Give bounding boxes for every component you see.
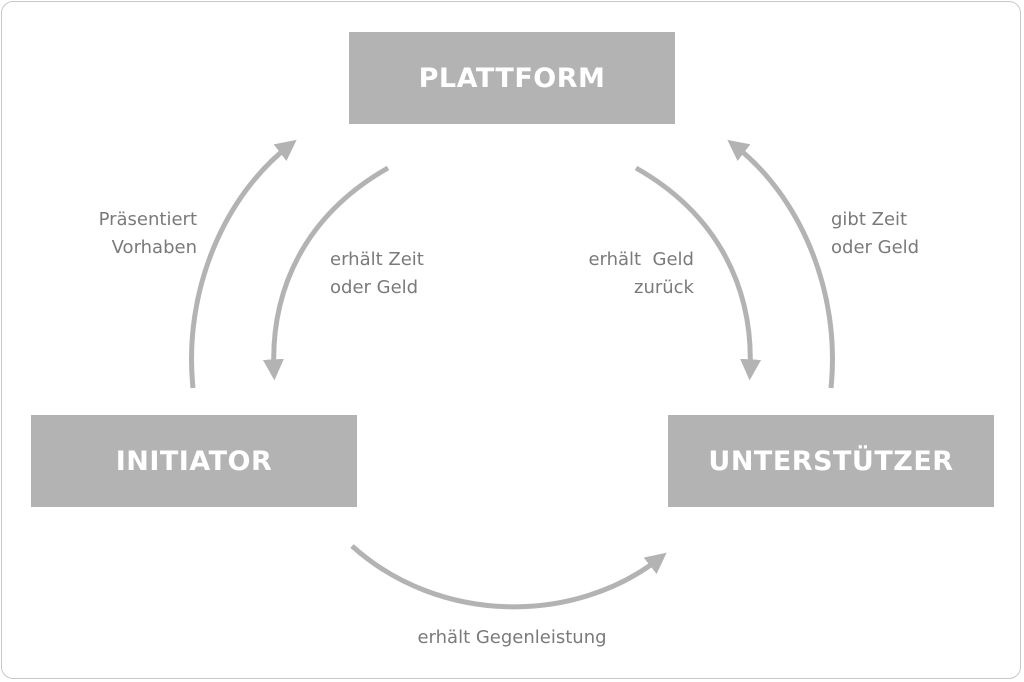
arrow-platform-to-supporter bbox=[634, 165, 762, 381]
node-platform: PLATTFORM bbox=[349, 32, 675, 124]
edge-label-platform-to-supporter: erhält Geld zurück bbox=[588, 246, 694, 302]
edge-label-initiator-to-platform: Präsentiert Vorhaben bbox=[99, 206, 197, 262]
arrow-platform-to-initiator bbox=[262, 165, 390, 381]
edge-label-line: gibt Zeit bbox=[831, 209, 908, 230]
edge-label-platform-to-initiator: erhält Zeit oder Geld bbox=[330, 246, 424, 302]
node-supporter-label: UNTERSTÜTZER bbox=[708, 445, 954, 477]
edge-label-line: erhält Gegenleistung bbox=[417, 627, 607, 648]
edge-label-line: zurück bbox=[634, 277, 694, 298]
node-supporter: UNTERSTÜTZER bbox=[668, 415, 994, 507]
node-initiator: INITIATOR bbox=[31, 415, 357, 507]
edge-label-line: erhält Geld bbox=[588, 249, 694, 270]
node-platform-label: PLATTFORM bbox=[418, 62, 606, 94]
edge-label-line: oder Geld bbox=[831, 237, 920, 258]
edge-label-line: erhält Zeit bbox=[330, 249, 424, 270]
arrow-initiator-to-supporter bbox=[350, 544, 667, 610]
edge-label-line: Präsentiert bbox=[98, 209, 197, 230]
arrow-supporter-to-platform bbox=[727, 139, 835, 389]
edge-label-supporter-to-platform: gibt Zeit oder Geld bbox=[831, 206, 919, 262]
arrow-initiator-to-platform bbox=[189, 139, 297, 389]
edge-label-line: Vorhaben bbox=[111, 237, 197, 258]
node-initiator-label: INITIATOR bbox=[115, 445, 273, 477]
edge-label-line: oder Geld bbox=[330, 277, 419, 298]
edge-label-initiator-to-supporter: erhält Gegenleistung bbox=[0, 624, 1024, 652]
